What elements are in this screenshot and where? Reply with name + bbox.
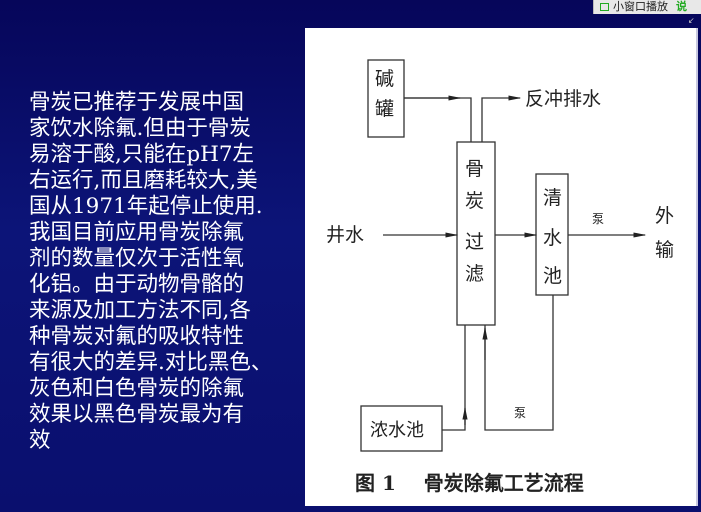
body-text: 骨炭已推荐于发展中国 家饮水除氟.但由于骨炭 易溶于酸,只能在pH7左 右运行,… <box>29 90 272 454</box>
pump-label: 泵 <box>514 406 526 420</box>
text-line: 有很大的差异.对比黑色、 <box>29 350 273 375</box>
text-line: 我国目前应用骨炭除氟 <box>29 220 245 245</box>
backwash-label: 反冲排水 <box>525 88 601 110</box>
clear-pool-label: 池 <box>543 265 562 287</box>
text-line: 来源及加工方法不同,各 <box>29 298 251 323</box>
clear-pool-label: 水 <box>543 227 562 249</box>
brine-line <box>442 325 466 431</box>
text-line: 家饮水除氟.但由于骨炭 <box>29 116 251 141</box>
toolbar-label: 小窗口播放 <box>613 0 668 13</box>
alkali-tank-label: 碱 <box>375 68 394 90</box>
text-line: 易溶于酸,只能在pH7左 <box>29 142 255 167</box>
filter-label: 过 <box>465 231 484 253</box>
filter-label: 滤 <box>465 263 484 285</box>
export-label: 输 <box>655 239 674 261</box>
process-flow-diagram: 碱 罐 反冲排水 骨 炭 过 滤 井水 清 水 池 泵 外 输 浓水池 泵 图 … <box>305 28 698 506</box>
export-label: 外 <box>655 205 674 227</box>
brine-pool-label: 浓水池 <box>370 420 424 441</box>
figure-caption: 图 1 骨炭除氟工艺流程 <box>355 471 584 495</box>
text-line: 效 <box>29 428 51 453</box>
text-line: 骨炭已推荐于发展中国 <box>29 90 245 115</box>
toolbar-extra: 说 <box>676 0 687 13</box>
return-line <box>484 295 554 431</box>
filter-label: 骨 <box>465 158 484 180</box>
clear-pool-label: 清 <box>543 187 562 209</box>
text-line: 右运行,而且磨耗较大,美 <box>29 168 258 193</box>
brine-pool-box <box>360 405 443 452</box>
text-line: 灰色和白色骨炭的除氟 <box>29 376 245 401</box>
alkali-tank-label: 罐 <box>375 98 394 120</box>
pump-label: 泵 <box>592 212 604 226</box>
backwash-line <box>481 95 522 142</box>
well-water-label: 井水 <box>326 224 364 246</box>
window-icon <box>600 3 609 11</box>
filter-label: 炭 <box>465 190 484 212</box>
alkali-line <box>404 97 472 142</box>
text-line: 剂的数量仅次于活性氧 <box>29 246 245 271</box>
resize-icon[interactable]: ↙ <box>688 16 695 25</box>
text-line: 种骨炭对氟的吸收特性 <box>29 324 245 349</box>
mini-window-play-button[interactable]: 小窗口播放 说 <box>593 0 701 14</box>
text-line: 化铝。由于动物骨骼的 <box>29 272 245 297</box>
text-line: 效果以黑色骨炭最为有 <box>29 402 245 427</box>
text-line: 国从1971年起停止使用. <box>29 194 263 219</box>
